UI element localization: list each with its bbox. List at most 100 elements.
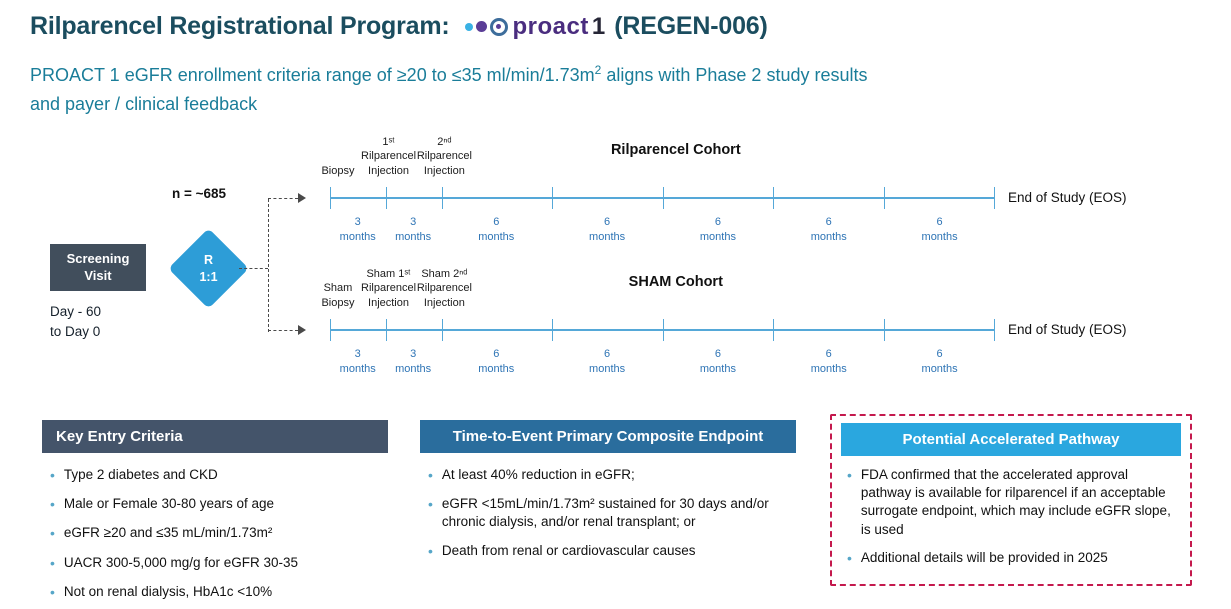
timeline-interval — [664, 187, 774, 209]
arrow-to-rilparencel-cohort-icon — [268, 193, 306, 203]
end-of-study-label: End of Study (EOS) — [1008, 322, 1127, 337]
timeline-interval — [443, 187, 553, 209]
connector-line — [239, 268, 268, 269]
subtitle-line2: and payer / clinical feedback — [30, 94, 258, 114]
timeline-interval — [774, 319, 885, 341]
bullet-icon — [50, 466, 55, 485]
logo-number: 1 — [591, 12, 606, 40]
bullet-text: FDA confirmed that the accelerated appro… — [860, 467, 1171, 537]
timeline-track — [330, 319, 995, 341]
milestone-label: Sham 2ⁿᵈ Rilparencel Injection — [416, 268, 472, 309]
bullet-text: Not on renal dialysis, HbA1c <10% — [63, 583, 273, 599]
primary-composite-endpoint-box: Time-to-Event Primary Composite Endpoint… — [420, 420, 796, 571]
milestone-label: Biopsy — [321, 164, 355, 177]
screening-visit-box: Screening Visit — [50, 244, 146, 291]
enrollment-n-label: n = ~685 — [172, 186, 227, 201]
bullet-icon — [428, 495, 433, 531]
bullet-icon — [428, 542, 433, 561]
bullet-item: Not on renal dialysis, HbA1c <10% — [50, 583, 384, 602]
bullet-icon — [428, 466, 433, 485]
box-header: Key Entry Criteria — [42, 420, 388, 453]
logo-dot-purple-icon — [475, 21, 487, 32]
connector-line — [268, 199, 269, 332]
bullet-icon — [50, 524, 55, 543]
bullet-item: At least 40% reduction in eGFR; — [428, 466, 792, 485]
arrow-to-sham-cohort-icon — [268, 325, 306, 335]
bullet-item: Type 2 diabetes and CKD — [50, 466, 384, 485]
cohort-title: Rilparencel Cohort — [610, 142, 741, 158]
timeline-interval — [443, 319, 553, 341]
bullet-text: UACR 300-5,000 mg/g for eGFR 30-35 — [63, 554, 299, 570]
bullet-item: Male or Female 30-80 years of age — [50, 495, 384, 514]
logo-wordmark: proact — [512, 12, 589, 40]
bullet-text: eGFR <15mL/min/1.73m² sustained for 30 d… — [441, 496, 769, 530]
bullet-item: FDA confirmed that the accelerated appro… — [847, 466, 1181, 539]
timeline-interval — [774, 187, 885, 209]
milestone-label: Sham Biopsy — [321, 282, 355, 309]
bullet-item: UACR 300-5,000 mg/g for eGFR 30-35 — [50, 554, 384, 573]
bullet-icon — [50, 554, 55, 573]
bullet-item: eGFR ≥20 and ≤35 mL/min/1.73m² — [50, 524, 384, 543]
logo-target-ring-icon — [489, 17, 508, 36]
bullet-text: Type 2 diabetes and CKD — [63, 467, 218, 482]
timeline-interval — [330, 319, 387, 341]
bullet-text: Death from renal or cardiovascular cause… — [441, 542, 696, 558]
randomization-label: R 1:1 — [199, 253, 218, 284]
box-header: Time-to-Event Primary Composite Endpoint — [420, 420, 796, 453]
page-title: Rilparencel Registrational Program: — [30, 12, 450, 40]
milestone-label: Sham 1ˢᵗ Rilparencel Injection — [361, 268, 417, 309]
bullet-item: Death from renal or cardiovascular cause… — [428, 542, 792, 561]
screening-day-range-label: Day - 60 to Day 0 — [50, 304, 102, 339]
subtitle: PROACT 1 eGFR enrollment criteria range … — [30, 56, 867, 119]
timeline-interval — [885, 319, 995, 341]
subtitle-line1: PROACT 1 eGFR enrollment criteria range … — [30, 63, 868, 85]
bullet-item: Additional details will be provided in 2… — [847, 549, 1181, 568]
logo-ring-center-dot-icon — [496, 24, 502, 29]
timeline-interval — [330, 187, 387, 209]
title-row: Rilparencel Registrational Program: proa… — [30, 12, 768, 41]
bullet-icon — [847, 466, 852, 539]
milestone-label: 1ˢᵗ Rilparencel Injection — [361, 136, 417, 177]
key-entry-criteria-box: Key Entry Criteria Type 2 diabetes and C… — [42, 420, 388, 609]
cohort-title: SHAM Cohort — [628, 274, 723, 290]
end-of-study-label: End of Study (EOS) — [1008, 190, 1127, 205]
box-header: Potential Accelerated Pathway — [841, 423, 1181, 456]
logo-dot-blue-icon — [464, 22, 473, 31]
bullet-item: eGFR <15mL/min/1.73m² sustained for 30 d… — [428, 495, 792, 531]
bullet-text: Additional details will be provided in 2… — [860, 549, 1108, 565]
milestone-label: 2ⁿᵈ Rilparencel Injection — [416, 136, 472, 177]
timeline-rilparencel-cohort: Rilparencel Cohort Biopsy 1ˢᵗ Rilparencel… — [321, 124, 1126, 245]
bullet-icon — [50, 583, 55, 602]
potential-accelerated-pathway-box: Potential Accelerated Pathway FDA confir… — [830, 414, 1192, 586]
timeline-track — [330, 187, 995, 209]
timeline-interval — [885, 187, 995, 209]
bullet-icon — [50, 495, 55, 514]
timeline-interval — [553, 319, 664, 341]
bullet-list: FDA confirmed that the accelerated appro… — [841, 456, 1181, 568]
bullet-text: Male or Female 30-80 years of age — [63, 496, 275, 512]
timeline-interval — [553, 187, 664, 209]
bullet-text: At least 40% reduction in eGFR; — [441, 467, 635, 482]
proact1-logo: proact 1 — [464, 12, 606, 41]
timeline-interval — [387, 319, 443, 341]
bullet-list: At least 40% reduction in eGFR; eGFR <15m… — [420, 453, 796, 561]
